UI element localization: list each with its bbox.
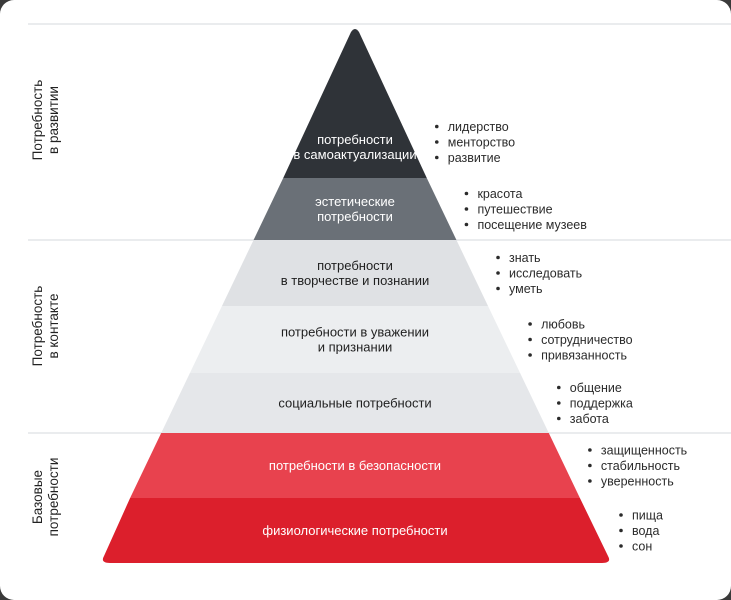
bullet-dot [556,385,561,390]
bullet-item: уметь [509,282,542,296]
level-label: потребности [317,209,393,224]
pyramid-level-3 [221,240,489,306]
bullet-dot [528,322,532,326]
level-label: потребности [317,258,393,273]
level-label: потребности в безопасности [269,458,441,473]
level-label: социальные потребности [278,396,431,411]
bullet-item: вода [632,524,659,538]
bullet-item: уверенность [601,475,674,489]
bullet-item: привязанность [541,349,627,363]
pyramid-layers [102,29,610,563]
level-label: и признании [318,340,392,355]
bullet-item: защищенность [601,444,687,458]
bullet-item: сон [632,540,652,554]
pyramid-level-5 [161,373,549,433]
bullet-item: лидерство [448,120,509,134]
bullet-dot [434,124,439,129]
bullet-item: сотрудничество [541,333,633,347]
level-label: эстетические [315,194,395,209]
level-label: потребности в уважении [281,325,429,340]
bullet-dot [496,271,500,275]
pyramid-level-4 [189,306,521,373]
group-label-line: Базовые [30,470,45,524]
group-label-line: потребности [46,458,61,537]
bullet-dot [528,353,532,357]
bullet-dot [619,513,623,517]
bullet-dot [556,401,561,405]
bullet-dot [588,463,592,468]
bullet-item: красота [477,187,522,201]
level-label: потребности [317,132,393,147]
pyramid-level-7 [102,498,610,563]
bullet-dot [464,191,469,196]
level-label: физиологические потребности [262,523,447,538]
bullet-dot [434,155,439,160]
bullet-item: знать [509,251,541,265]
level-label: в творчестве и познании [281,273,430,288]
bullet-item: путешествие [477,203,552,217]
group-label-line: в контакте [46,293,61,358]
bullet-dot [464,222,469,227]
bullet-dot [496,286,500,291]
bullet-dot [588,448,592,452]
pyramid-level-1 [283,29,427,178]
group-label-line: Потребность [30,80,45,161]
bullet-item: забота [570,412,609,426]
bullet-dot [619,528,623,533]
group-label-line: Потребность [30,286,45,367]
level-label: в самоактуализации [293,147,416,162]
bullet-item: менторство [448,136,515,150]
bullet-item: любовь [541,318,585,332]
pyramid-level-2 [253,178,457,240]
group-label-line: в развитии [46,86,61,154]
bullet-dot [619,544,623,548]
bullet-dot [588,479,592,483]
bullet-dot [528,337,532,342]
bullet-dot [464,207,469,211]
bullet-dot [556,416,561,421]
bullet-item: общение [570,381,622,395]
bullet-item: развитие [448,151,501,165]
bullet-item: поддержка [570,397,633,411]
bullet-item: посещение музеев [477,218,587,232]
bullet-dot [434,140,439,144]
bullet-item: пища [632,509,663,523]
bullet-item: исследовать [509,267,582,281]
bullet-item: стабильность [601,459,680,473]
bullet-dot [496,255,500,260]
pyramid-level-6 [130,433,580,498]
